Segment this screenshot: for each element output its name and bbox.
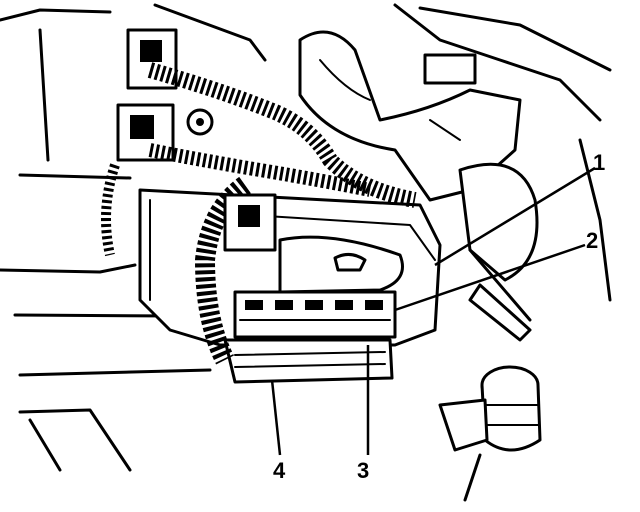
upper-connector-left (116, 28, 214, 162)
lower-right-component (438, 365, 542, 502)
wiring-harness (101, 62, 417, 365)
callout-leaders (270, 166, 596, 456)
callout-1: 1 (593, 150, 605, 175)
leader-1 (434, 166, 596, 267)
callout-4: 4 (273, 458, 286, 483)
leader-4 (270, 379, 282, 456)
fuse-block-connector (233, 290, 397, 339)
lower-bracket (223, 338, 394, 384)
callout-2: 2 (586, 228, 598, 253)
leader-2 (394, 243, 586, 312)
column-shroud (298, 30, 539, 342)
callout-3: 3 (357, 458, 369, 483)
dashboard-background-lines (0, 3, 612, 472)
